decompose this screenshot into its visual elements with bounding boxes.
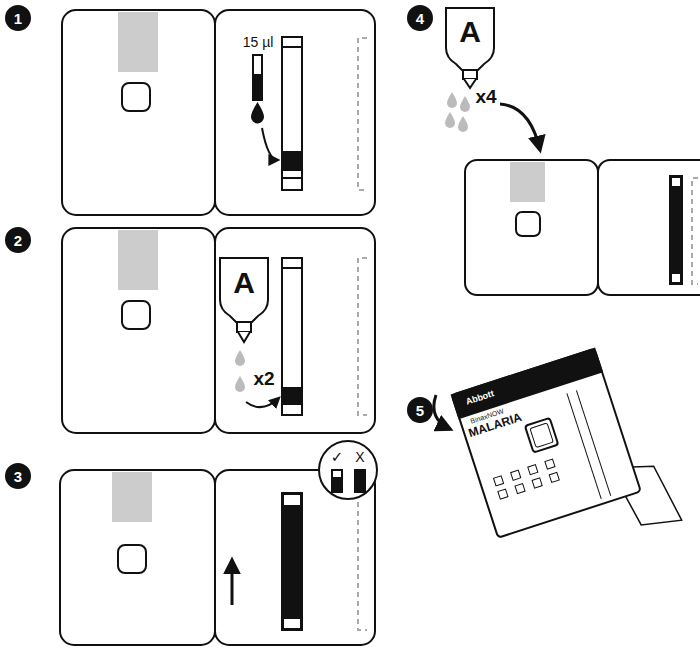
step-number: 2	[14, 233, 22, 248]
drop-count: x4	[475, 87, 496, 106]
test-card-open	[60, 441, 377, 645]
brand-logo: Abbott	[465, 390, 495, 408]
step-number: 3	[14, 469, 22, 484]
buffer-bottle-letter: A	[233, 268, 255, 298]
test-card-closed	[429, 335, 681, 583]
step-badge	[6, 464, 30, 488]
test-card-open	[62, 10, 375, 215]
test-card-open	[445, 8, 700, 295]
step-badge	[408, 6, 432, 30]
test-card-open	[62, 228, 375, 433]
step-badge	[6, 228, 30, 252]
step-number: 1	[14, 11, 22, 26]
step-badge	[408, 398, 432, 422]
step-number: 5	[416, 403, 424, 418]
correct-mark: ✓	[331, 450, 344, 465]
buffer-bottle-letter: A	[459, 17, 481, 47]
incorrect-mark: X	[355, 450, 364, 464]
volume-label: 15 µl	[243, 35, 274, 49]
step-number: 4	[416, 11, 424, 26]
drop-count: x2	[253, 369, 274, 388]
step-badge	[6, 6, 30, 30]
